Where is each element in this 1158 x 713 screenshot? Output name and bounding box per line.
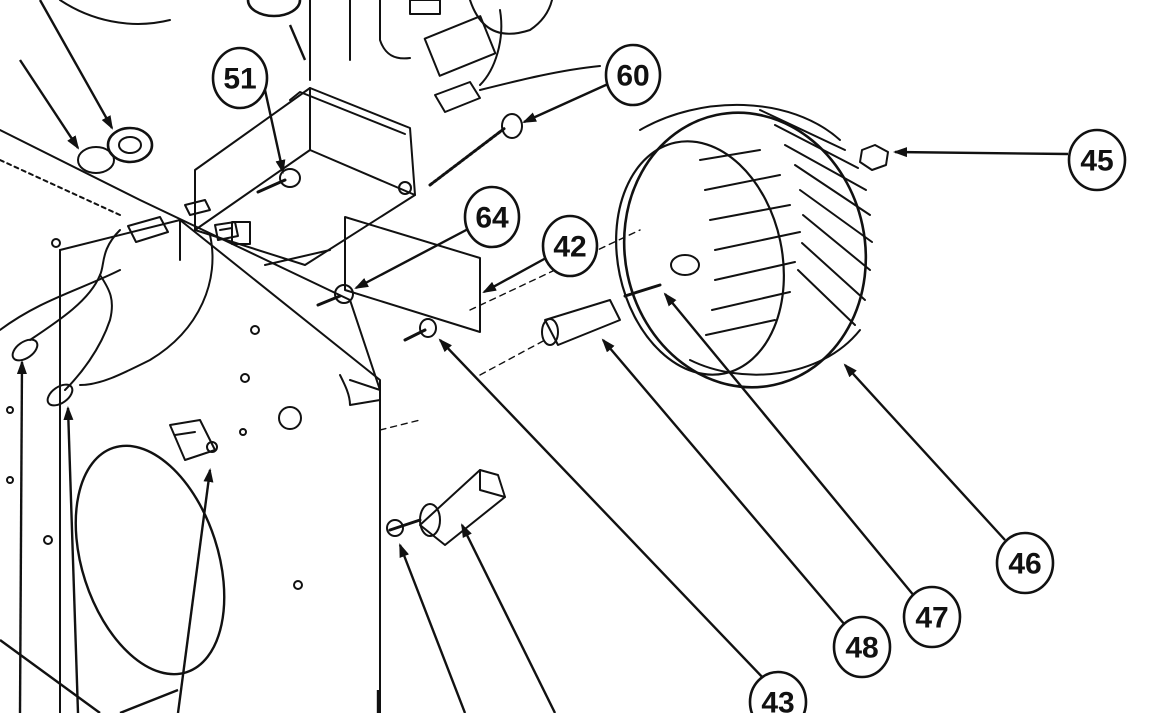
leader-42 [482, 256, 547, 294]
leader-lug-1 [16, 360, 27, 713]
callout-47: 47 [902, 585, 962, 649]
callout-label: 46 [1008, 548, 1041, 581]
leader-bottom-mid [119, 688, 179, 713]
callout-label: 60 [616, 60, 649, 93]
leader-47 [663, 292, 916, 598]
leader-46 [843, 363, 1006, 541]
callout-48: 48 [832, 615, 892, 679]
leader-nut [38, 0, 114, 130]
callout-circle [832, 615, 892, 679]
callout-circle [604, 43, 662, 107]
callout-label: 42 [553, 231, 586, 264]
callout-circle [902, 585, 962, 649]
callout-46: 46 [995, 531, 1055, 595]
leader-45 [893, 147, 1069, 158]
callout-circle [541, 214, 599, 278]
leader-lines [0, 0, 1069, 713]
leader-64 [354, 226, 471, 290]
callout-51: 51 [211, 46, 269, 110]
callout-45: 45 [1067, 128, 1127, 192]
callout-circle [463, 185, 521, 249]
callout-label: 48 [845, 632, 878, 665]
leader-lug-2 [63, 406, 80, 713]
callout-circle [748, 670, 808, 713]
housing-linework [0, 0, 889, 713]
callout-partial-top [246, 0, 302, 18]
callout-circle-partial [246, 0, 302, 18]
callout-circle [995, 531, 1055, 595]
callout-label: 45 [1080, 145, 1113, 178]
leader-43 [438, 338, 766, 681]
callout-label: 64 [475, 202, 509, 235]
callout-60: 60 [604, 43, 662, 107]
callout-label: 51 [223, 63, 256, 96]
callout-42: 42 [541, 214, 599, 278]
callout-43: 43 [748, 670, 808, 713]
leader-51 [263, 89, 286, 174]
callout-label: 47 [915, 602, 948, 635]
callout-circle [211, 46, 269, 110]
leader-top [288, 24, 307, 61]
callout-circle [1067, 128, 1127, 192]
leader-washer-bolt [398, 543, 467, 713]
callout-64: 64 [463, 185, 521, 249]
leader-clip [176, 468, 214, 713]
leader-washer [18, 59, 80, 150]
callout-label: 43 [761, 687, 794, 713]
leader-48 [601, 338, 846, 626]
leader-bolt [460, 523, 557, 713]
leader-bottom-left [0, 639, 101, 713]
leader-60 [522, 82, 609, 124]
